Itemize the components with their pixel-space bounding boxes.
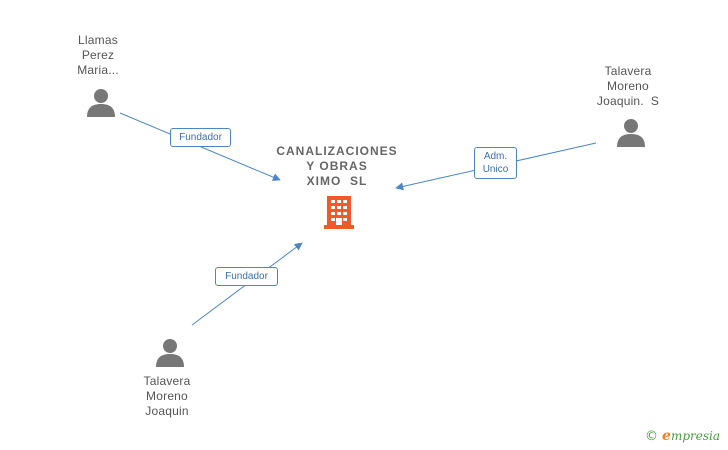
person-name-llamas[interactable]: Llamas Perez Maria... — [77, 33, 119, 77]
person-name-talavera-s[interactable]: Talavera Moreno Joaquin. S — [596, 64, 660, 108]
person-icon[interactable] — [616, 118, 646, 148]
edge-label-fundador[interactable]: Fundador — [170, 128, 231, 147]
brand-logo: © empresia — [645, 428, 720, 444]
person-icon[interactable] — [86, 88, 116, 118]
company-name[interactable]: CANALIZACIONES Y OBRAS XIMO SL — [276, 144, 398, 188]
person-icon[interactable] — [155, 338, 185, 368]
building-icon[interactable] — [323, 194, 355, 230]
copyright-icon: © — [645, 428, 659, 444]
person-name-talavera-j[interactable]: Talavera Moreno Joaquin — [143, 374, 191, 418]
edge-label-adm-unico[interactable]: Adm. Unico — [474, 147, 517, 179]
edge-label-fundador[interactable]: Fundador — [215, 267, 278, 286]
